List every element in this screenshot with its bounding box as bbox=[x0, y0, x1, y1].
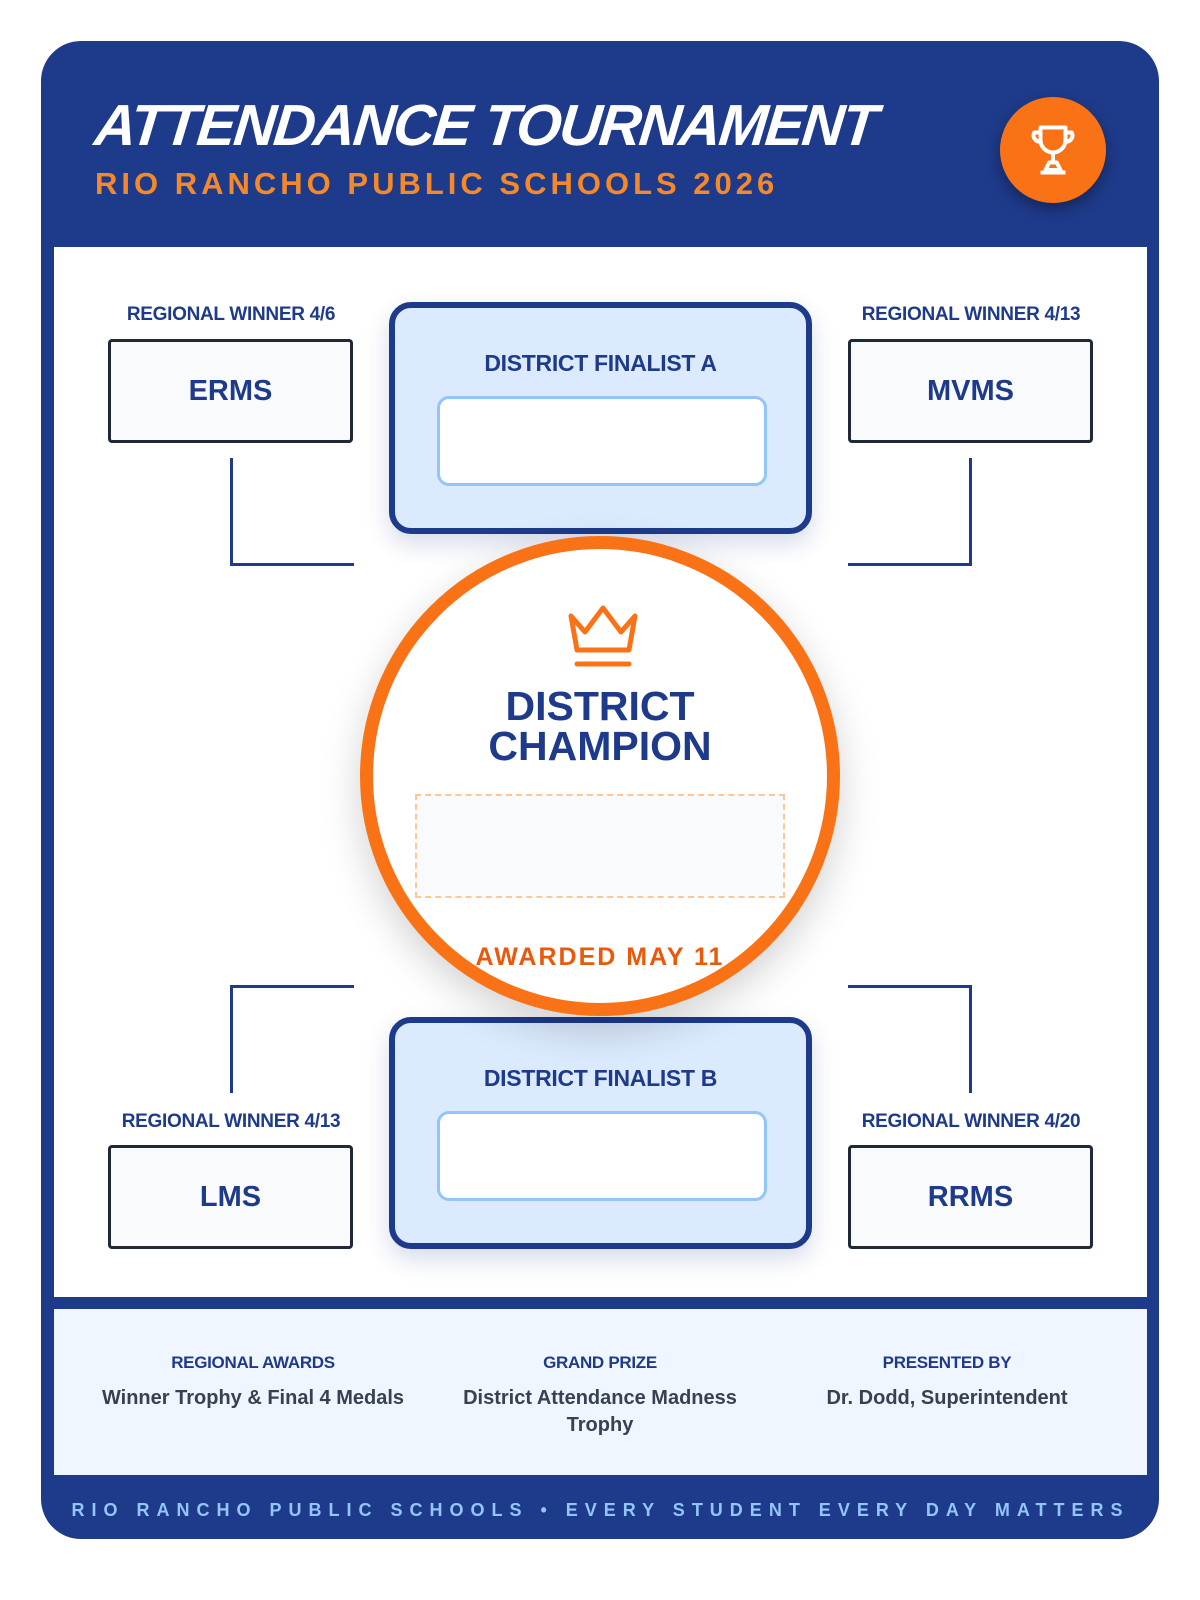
info-heading: REGIONAL AWARDS bbox=[171, 1353, 335, 1372]
connector-line bbox=[969, 985, 972, 1093]
poster-title: ATTENDANCE TOURNAMENT bbox=[91, 93, 880, 158]
connector-line bbox=[230, 985, 354, 988]
regional-label: REGIONAL WINNER 4/13 bbox=[861, 304, 1081, 325]
info-heading: PRESENTED BY bbox=[882, 1353, 1012, 1372]
champion-circle: DISTRICT CHAMPION AWARDED MAY 11 bbox=[360, 536, 840, 1016]
poster-subtitle: RIO RANCHO PUBLIC SCHOOLS 2026 bbox=[95, 166, 779, 201]
champion-title-line1: DISTRICT bbox=[505, 683, 695, 729]
connector-line bbox=[230, 563, 354, 566]
regional-box-lms: LMS bbox=[108, 1145, 353, 1249]
finalist-b-field[interactable] bbox=[437, 1111, 767, 1201]
finalist-a-field[interactable] bbox=[437, 396, 767, 486]
info-heading: GRAND PRIZE bbox=[543, 1353, 657, 1372]
info-grand-prize: GRAND PRIZE District Attendance Madness … bbox=[435, 1353, 765, 1439]
champion-title-line2: CHAMPION bbox=[488, 723, 712, 769]
finalist-a-label: DISTRICT FINALIST A bbox=[484, 350, 717, 376]
info-panel: REGIONAL AWARDS Winner Trophy & Final 4 … bbox=[54, 1309, 1147, 1475]
footer-tagline: RIO RANCHO PUBLIC SCHOOLS • EVERY STUDEN… bbox=[71, 1500, 1130, 1520]
connector-line bbox=[848, 985, 972, 988]
regional-label: REGIONAL WINNER 4/20 bbox=[861, 1111, 1081, 1132]
finalist-b-card: DISTRICT FINALIST B bbox=[389, 1017, 812, 1249]
info-value: Dr. Dodd, Superintendent bbox=[826, 1387, 1068, 1409]
finalist-a-card: DISTRICT FINALIST A bbox=[389, 302, 812, 534]
regional-box-rrms: RRMS bbox=[848, 1145, 1093, 1249]
connector-line bbox=[969, 458, 972, 566]
regional-box-mvms: MVMS bbox=[848, 339, 1093, 443]
regional-label: REGIONAL WINNER 4/13 bbox=[121, 1111, 341, 1132]
champion-name-field[interactable] bbox=[415, 794, 785, 898]
regional-box-erms: ERMS bbox=[108, 339, 353, 443]
connector-line bbox=[230, 458, 233, 566]
info-value: Winner Trophy & Final 4 Medals bbox=[101, 1387, 405, 1409]
info-presented-by: PRESENTED BY Dr. Dodd, Superintendent bbox=[782, 1353, 1112, 1412]
connector-line bbox=[848, 563, 972, 566]
awarded-date: AWARDED MAY 11 bbox=[475, 943, 725, 971]
regional-label: REGIONAL WINNER 4/6 bbox=[126, 304, 336, 325]
trophy-icon bbox=[1000, 97, 1106, 203]
crown-icon bbox=[565, 604, 641, 675]
finalist-b-label: DISTRICT FINALIST B bbox=[483, 1065, 718, 1091]
info-regional-awards: REGIONAL AWARDS Winner Trophy & Final 4 … bbox=[88, 1353, 418, 1412]
info-value: District Attendance Madness Trophy bbox=[463, 1387, 737, 1436]
connector-line bbox=[230, 985, 233, 1093]
